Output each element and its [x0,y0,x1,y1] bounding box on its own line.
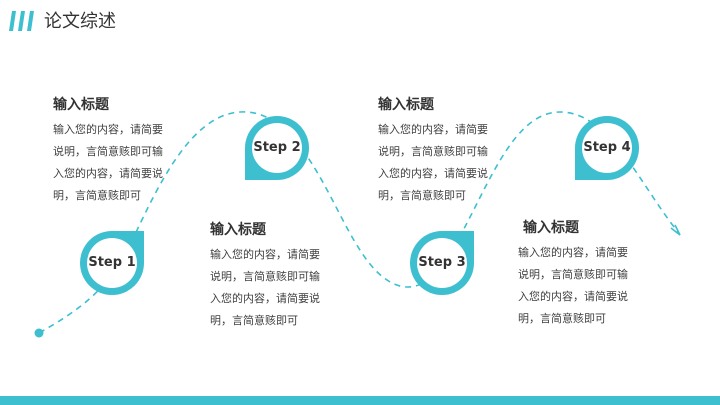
path-start-dot [34,328,44,338]
bottom-accent-bar [0,396,720,405]
step-1-pin-icon [80,231,144,295]
block-body: 输入您的内容，请简要 说明，言简意赅即可输 入您的内容，请简要说 明，言简意赅即… [378,123,488,202]
block-body: 输入您的内容，请简要 说明，言简意赅即可输 入您的内容，请简要说 明，言简意赅即… [518,246,628,325]
step-2-label: Step 2 [253,140,301,155]
step-2-marker: Step 2 [244,115,310,181]
bars-logo-icon [9,11,34,31]
page-title: 论文综述 [44,11,116,32]
step-4-marker: Step 4 [574,115,640,181]
text-block-4: 输入标题 输入您的内容，请简要 说明，言简意赅即可输 入您的内容，请简要说 明，… [518,219,653,330]
step-2-pin-icon [245,116,309,180]
text-block-2: 输入标题 输入您的内容，请简要 说明，言简意赅即可输 入您的内容，请简要说 明，… [210,221,345,332]
block-title: 输入标题 [523,220,579,236]
text-block-1: 输入标题 输入您的内容，请简要 说明，言简意赅即可输 入您的内容，请简要说 明，… [53,96,188,207]
path-end-arrow-icon [670,224,681,236]
block-title: 输入标题 [378,97,434,113]
text-block-3: 输入标题 输入您的内容，请简要 说明，言简意赅即可输 入您的内容，请简要说 明，… [378,96,513,207]
step-1-label: Step 1 [88,255,136,270]
step-1-marker: Step 1 [79,230,145,296]
step-3-marker: Step 3 [409,230,475,296]
block-body: 输入您的内容，请简要 说明，言简意赅即可输 入您的内容，请简要说 明，言简意赅即… [53,123,163,202]
step-3-pin-icon [410,231,474,295]
step-4-label: Step 4 [583,140,631,155]
step-3-label: Step 3 [418,255,466,270]
block-title: 输入标题 [210,222,266,238]
block-title: 输入标题 [53,97,109,113]
block-body: 输入您的内容，请简要 说明，言简意赅即可输 入您的内容，请简要说 明，言简意赅即… [210,248,320,327]
step-4-pin-icon [575,116,639,180]
